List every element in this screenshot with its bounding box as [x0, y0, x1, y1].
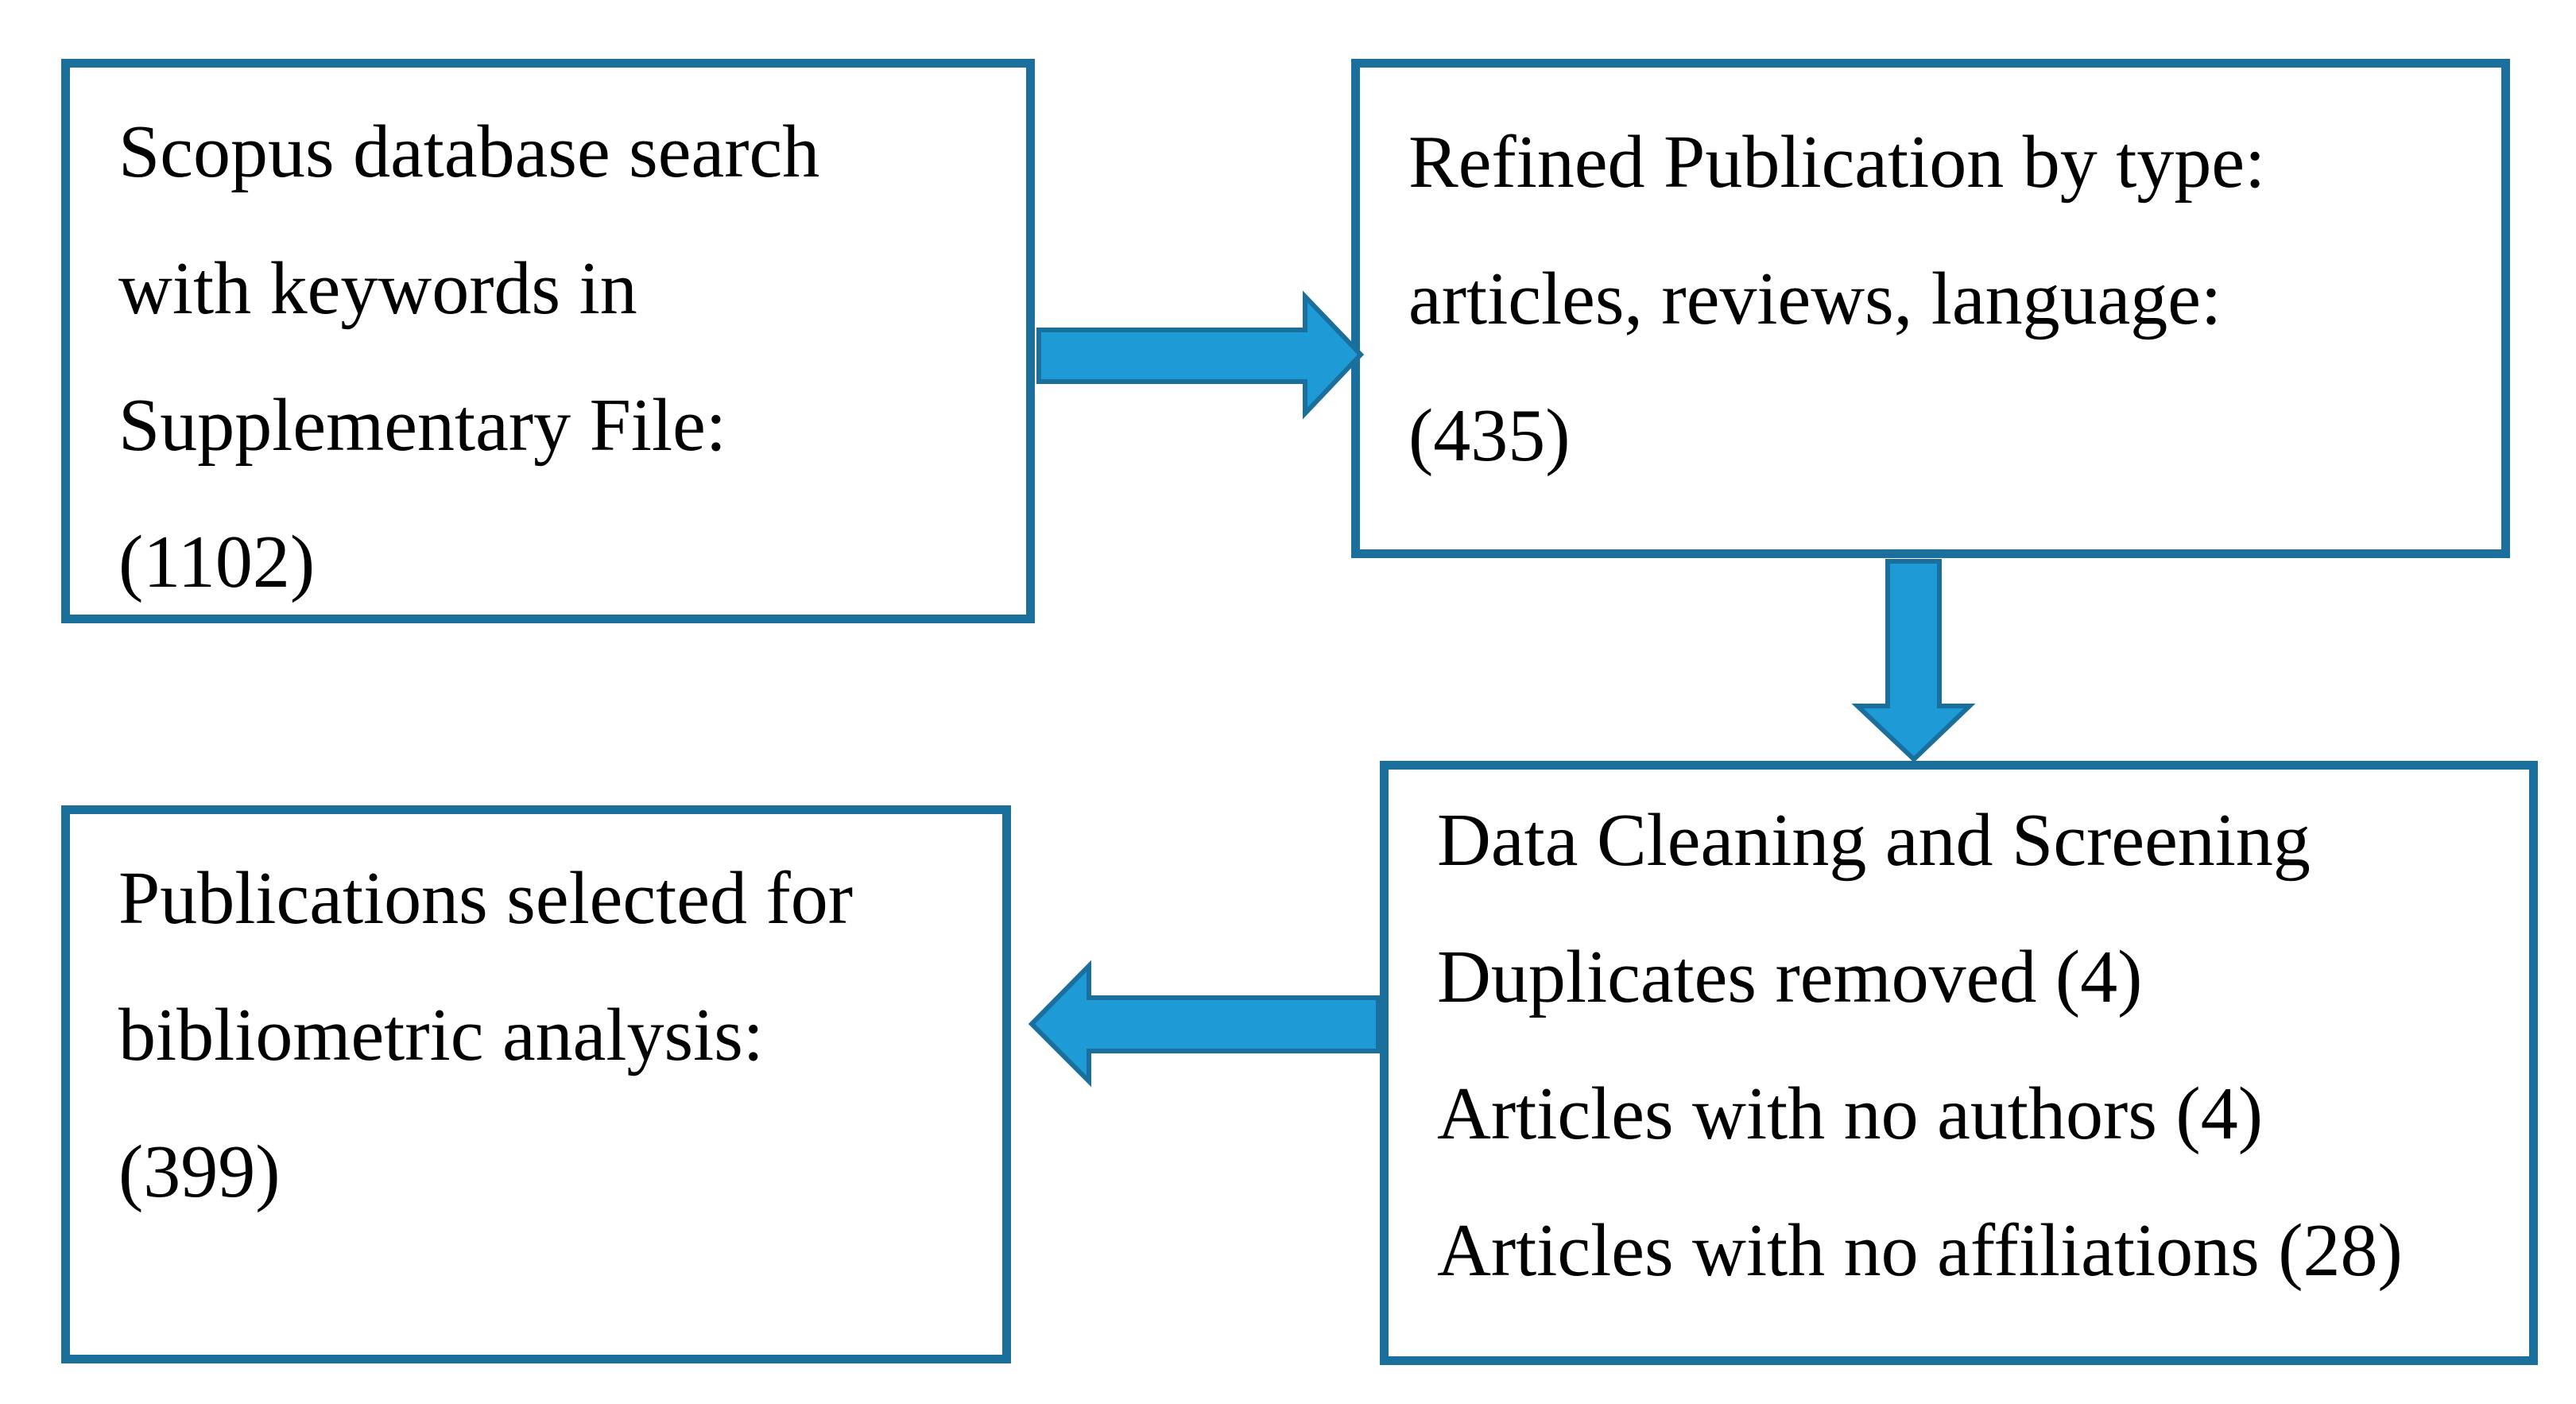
- box-text-line: Refined Publication by type:: [1408, 121, 2266, 204]
- data-cleaning-text: Data Cleaning and Screening Duplicates r…: [1437, 772, 2403, 1319]
- arrow-left-icon: [1028, 960, 1381, 1088]
- box-text-line: Supplementary File:: [118, 384, 726, 467]
- scopus-search-text: Scopus database search with keywords in …: [118, 83, 819, 630]
- box-text-line: (399): [118, 1131, 281, 1213]
- arrow-down-icon: [1851, 559, 1976, 763]
- box-text-line: Articles with no affiliations (28): [1437, 1209, 2403, 1292]
- publications-selected-box: Publications selected for bibliometric a…: [61, 805, 1011, 1363]
- box-text-line: bibliometric analysis:: [118, 994, 764, 1076]
- box-text-line: with keywords in: [118, 247, 637, 330]
- refined-publication-box: Refined Publication by type: articles, r…: [1351, 59, 2510, 558]
- data-cleaning-box: Data Cleaning and Screening Duplicates r…: [1380, 761, 2538, 1365]
- box-text-line: Articles with no authors (4): [1437, 1072, 2264, 1155]
- scopus-search-box: Scopus database search with keywords in …: [61, 59, 1035, 623]
- box-text-line: Publications selected for: [118, 857, 854, 940]
- box-text-line: articles, reviews, language:: [1408, 258, 2222, 340]
- box-text-line: Data Cleaning and Screening: [1437, 799, 2311, 882]
- box-text-line: Scopus database search: [118, 111, 820, 193]
- arrow-right-icon: [1036, 290, 1365, 420]
- box-text-line: (435): [1408, 394, 1571, 477]
- refined-publication-text: Refined Publication by type: articles, r…: [1408, 94, 2265, 504]
- publications-selected-text: Publications selected for bibliometric a…: [118, 830, 853, 1240]
- box-text-line: Duplicates removed (4): [1437, 936, 2143, 1018]
- box-text-line: (1102): [118, 521, 316, 603]
